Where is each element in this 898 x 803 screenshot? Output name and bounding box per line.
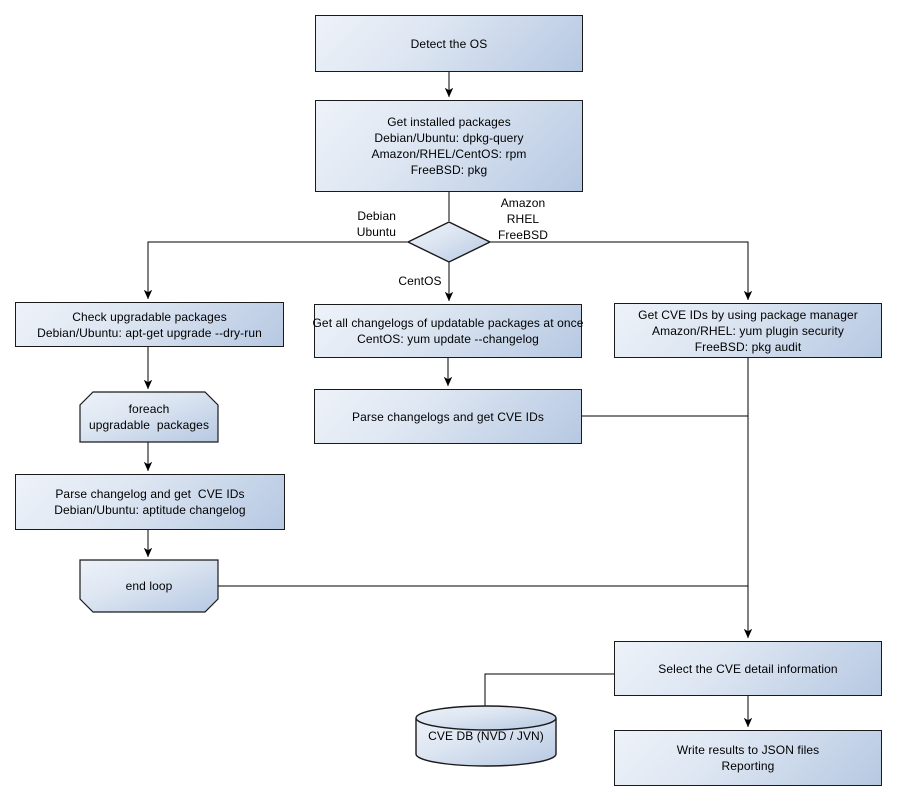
node-get-cve-pkg-manager: Get CVE IDs by using package manager Ama… bbox=[614, 303, 882, 358]
node-foreach-loop: foreach upgradable packages bbox=[80, 392, 218, 442]
edge-label-centos: CentOS bbox=[398, 274, 442, 288]
node-parse-changelogs-centos-label: Parse changelogs and get CVE IDs bbox=[352, 409, 544, 424]
cve-db-cylinder-top bbox=[415, 705, 557, 731]
node-foreach-loop-label: foreach upgradable packages bbox=[88, 402, 210, 432]
edge-decision-to-check-upgradable bbox=[143, 241, 408, 300]
node-select-cve-detail-label: Select the CVE detail information bbox=[658, 661, 838, 676]
node-select-cve-detail: Select the CVE detail information bbox=[614, 641, 882, 696]
node-get-installed-packages-label: Get installed packages Debian/Ubuntu: dp… bbox=[371, 115, 527, 177]
node-parse-changelogs-centos: Parse changelogs and get CVE IDs bbox=[314, 389, 582, 444]
node-parse-changelog-deb: Parse changelog and get CVE IDs Debian/U… bbox=[15, 474, 285, 530]
node-end-loop-label: end loop bbox=[125, 579, 173, 593]
node-end-loop: end loop bbox=[80, 560, 218, 612]
node-check-upgradable-label: Check upgradable packages Debian/Ubuntu:… bbox=[37, 309, 262, 340]
edge-decision-to-pkg-manager bbox=[490, 241, 753, 301]
cve-db-cylinder-body bbox=[415, 718, 557, 767]
edge-select-to-cvedb bbox=[484, 673, 614, 706]
node-write-results-label: Write results to JSON files Reporting bbox=[676, 743, 820, 773]
node-detect-os: Detect the OS bbox=[315, 15, 583, 72]
os-decision-diamond bbox=[406, 221, 492, 263]
node-parse-changelog-deb-label: Parse changelog and get CVE IDs Debian/U… bbox=[54, 487, 246, 517]
edge-label-debian-ubuntu: Debian Ubuntu bbox=[356, 209, 396, 239]
end-loop-shape bbox=[79, 559, 219, 613]
node-check-upgradable: Check upgradable packages Debian/Ubuntu:… bbox=[15, 302, 284, 347]
edge-label-amazon-rhel-freebsd: Amazon RHEL FreeBSD bbox=[497, 196, 549, 242]
node-cve-db: CVE DB (NVD / JVN) bbox=[416, 712, 556, 760]
node-cve-db-label: CVE DB (NVD / JVN) bbox=[428, 729, 544, 743]
node-detect-os-label: Detect the OS bbox=[410, 36, 488, 51]
node-get-all-changelogs-label: Get all changelogs of updatable packages… bbox=[312, 316, 584, 346]
node-get-all-changelogs: Get all changelogs of updatable packages… bbox=[312, 304, 584, 358]
node-get-cve-pkg-manager-label: Get CVE IDs by using package manager Ama… bbox=[638, 307, 858, 354]
node-get-installed-packages: Get installed packages Debian/Ubuntu: dp… bbox=[315, 100, 583, 192]
foreach-loop-shape bbox=[79, 391, 219, 443]
node-write-results: Write results to JSON files Reporting bbox=[614, 730, 882, 786]
